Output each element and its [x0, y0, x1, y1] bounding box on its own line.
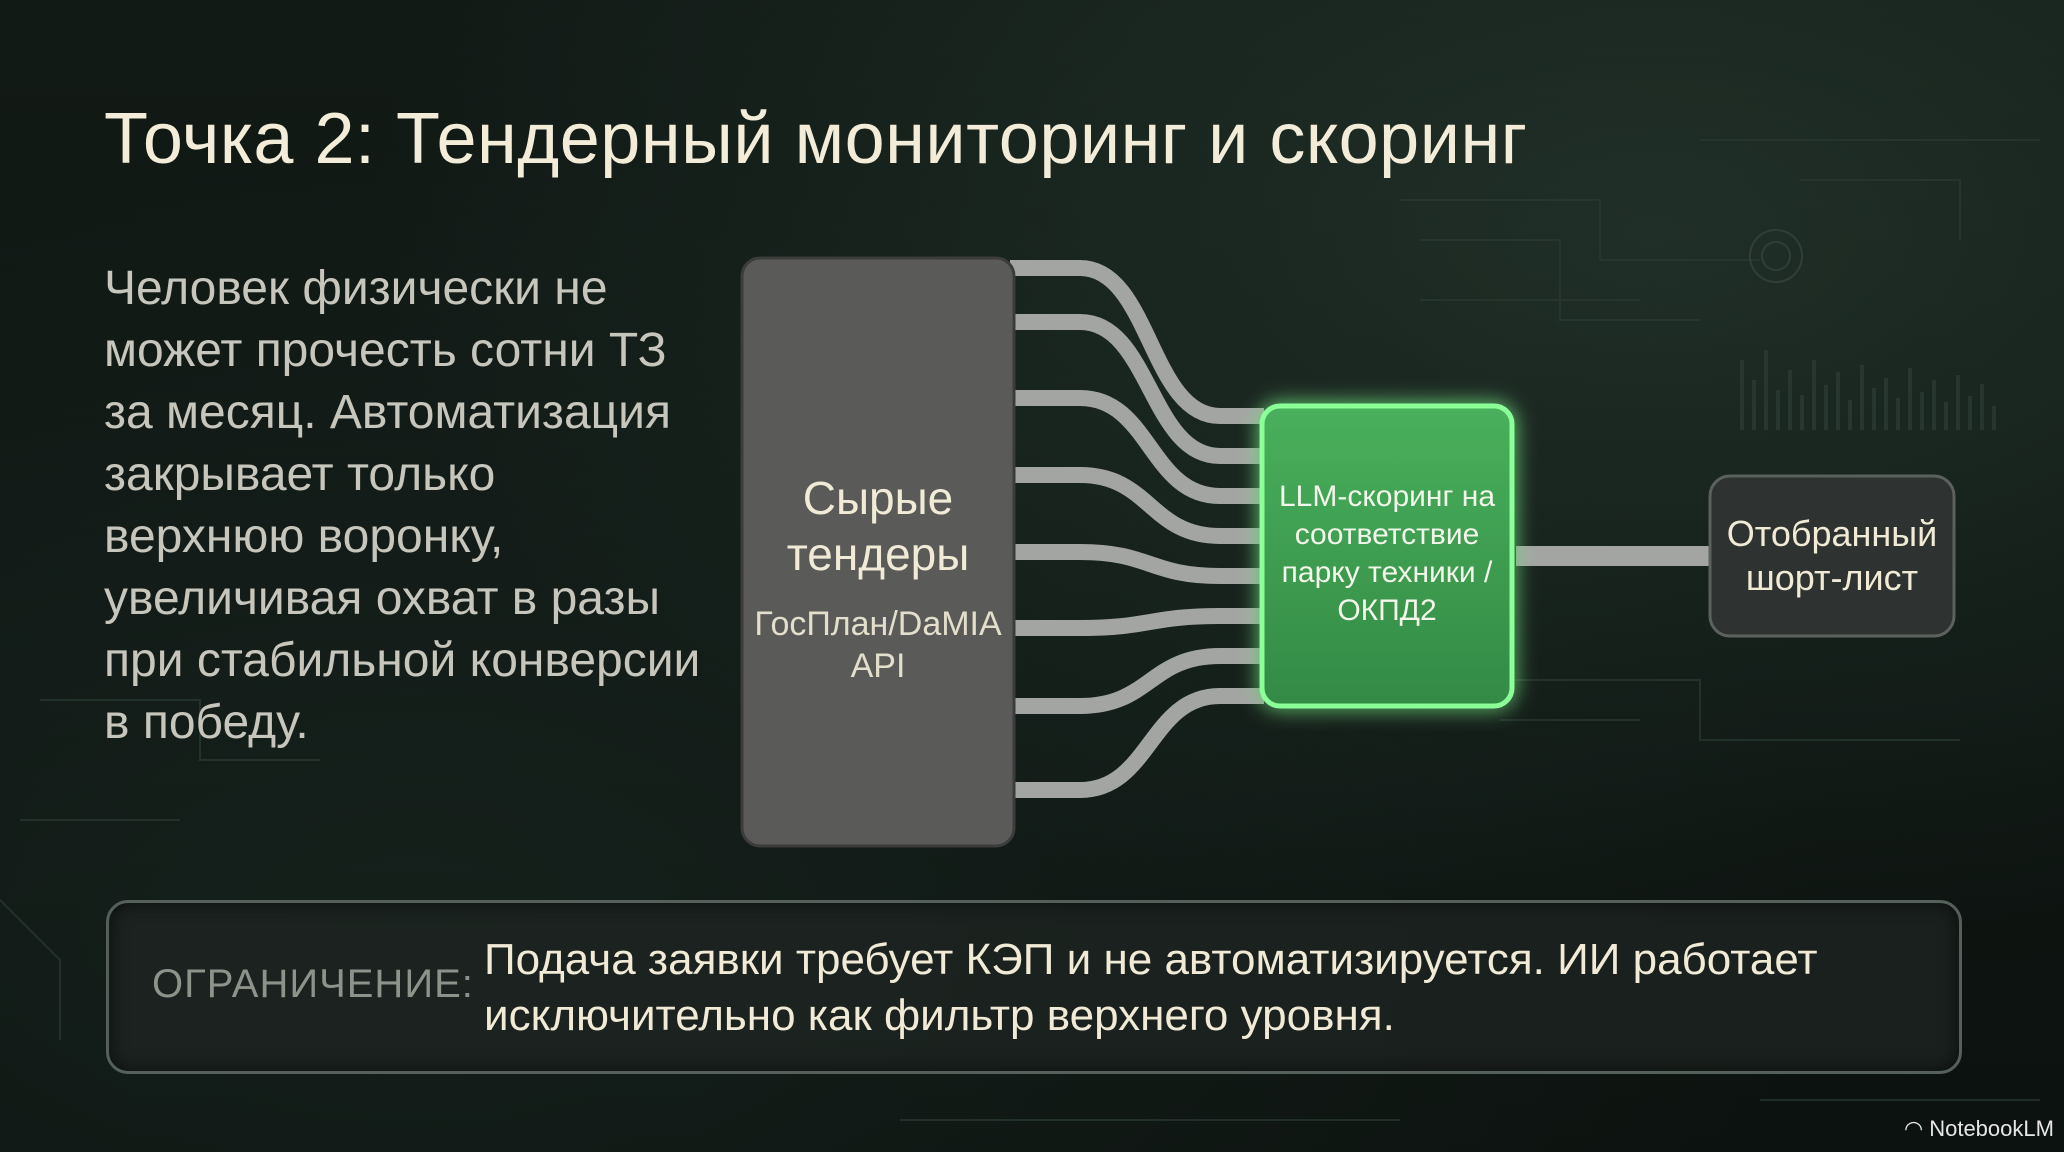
- raw-tenders-subtitle: ГосПлан/DaMIA API: [754, 605, 1002, 685]
- watermark-text: NotebookLM: [1929, 1116, 2054, 1141]
- constraint-text: Подача заявки требует КЭП и не автоматиз…: [484, 935, 1818, 1040]
- raw-tenders-title: Сырые тендеры: [786, 472, 970, 580]
- constraint-panel: [106, 900, 1962, 1074]
- notebooklm-watermark: ◠ NotebookLM: [1904, 1116, 2054, 1142]
- input-connector-line: [1010, 688, 1264, 798]
- llm-scoring-label: LLM-скоринг на соответствие парку техник…: [1278, 480, 1496, 627]
- input-connector-line: [1010, 544, 1264, 584]
- input-connector-line: [1010, 260, 1264, 424]
- input-connector-line: [1010, 608, 1264, 636]
- raw-tenders-box: [740, 256, 1016, 848]
- input-connector-line: [1010, 314, 1264, 464]
- constraint-label: ОГРАНИЧЕНИЕ:: [152, 962, 474, 1006]
- shortlist-label: Отобранный шорт-лист: [1726, 513, 1938, 598]
- input-connector-line: [1010, 390, 1264, 504]
- input-connector-line: [1010, 467, 1264, 544]
- llm-scoring-box: [1259, 403, 1515, 709]
- input-connectors: [1010, 260, 1264, 798]
- shortlist-box: [1708, 474, 1956, 638]
- page-title: Точка 2: Тендерный мониторинг и скоринг: [104, 99, 1528, 179]
- notebooklm-logo-icon: ◠: [1904, 1116, 1924, 1141]
- description-text: Человек физически не может прочесть сотн…: [104, 262, 701, 749]
- input-connector-line: [1010, 648, 1264, 714]
